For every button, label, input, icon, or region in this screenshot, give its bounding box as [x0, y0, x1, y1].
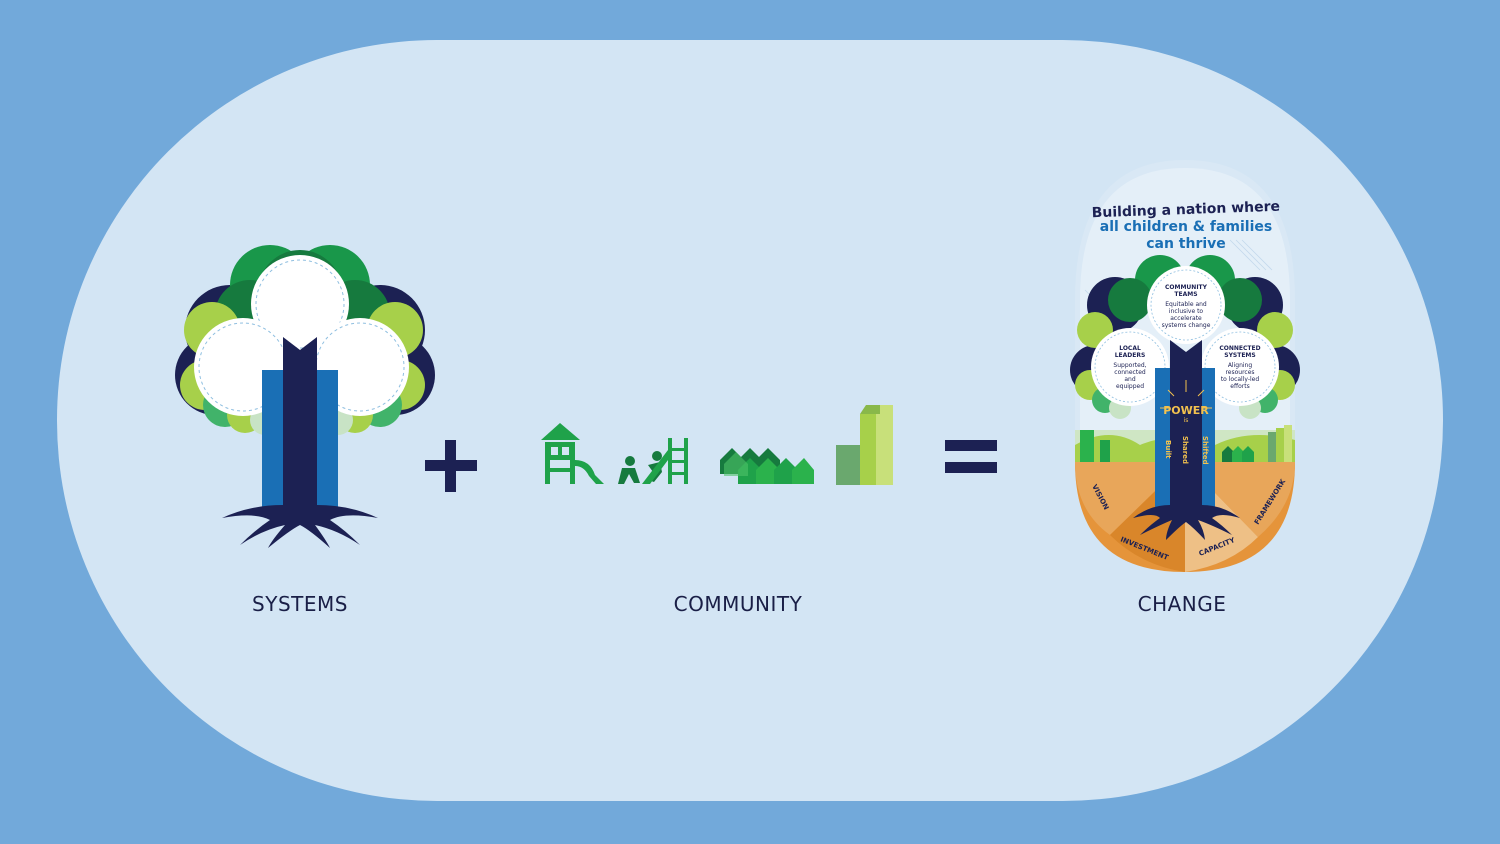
houses-icon — [720, 448, 814, 484]
circle-body: accelerate — [1170, 315, 1202, 322]
circle-body: Supported, — [1113, 362, 1146, 369]
change-label: CHANGE — [1137, 592, 1227, 616]
circle-body: inclusive to — [1169, 308, 1204, 315]
circle-body: Equitable and — [1165, 301, 1207, 308]
shifted-word: Shifted — [1201, 436, 1209, 465]
equals-operator — [945, 440, 997, 473]
power-tree-icon — [1070, 160, 1300, 572]
playground-icon — [541, 423, 604, 484]
circle-body: connected — [1114, 369, 1146, 376]
circle-local-leaders: LOCAL LEADERS Supported, connected and e… — [1113, 345, 1146, 390]
headline-line3: can thrive — [1146, 236, 1226, 252]
bar-buildings-icon — [836, 405, 893, 485]
circle-title: TEAMS — [1174, 291, 1197, 298]
circle-community-teams: COMMUNITY TEAMS Equitable and inclusive … — [1162, 284, 1211, 329]
circle-body: and — [1124, 376, 1135, 383]
tree-icon — [175, 245, 435, 548]
circle-title: COMMUNITY — [1165, 284, 1208, 291]
shared-word: Shared — [1181, 436, 1189, 464]
plus-operator — [425, 440, 477, 492]
circle-body: efforts — [1230, 383, 1249, 390]
is-word: is — [1184, 417, 1189, 424]
circle-body: Aligning — [1228, 362, 1253, 369]
systems-label: SYSTEMS — [252, 592, 348, 616]
circle-connected-systems: CONNECTED SYSTEMS Aligning resources to … — [1219, 345, 1260, 390]
circle-title: SYSTEMS — [1224, 352, 1255, 359]
circle-title: CONNECTED — [1219, 345, 1260, 352]
headline-line2: all children & families — [1100, 219, 1272, 235]
circle-body: to locally-led — [1221, 376, 1260, 383]
built-word: Built — [1164, 440, 1172, 459]
circle-body: systems change — [1162, 322, 1211, 329]
circle-body: resources — [1225, 369, 1254, 376]
circle-body: equipped — [1116, 383, 1144, 390]
headline-line1: Building a nation where — [1091, 199, 1280, 222]
circle-title: LOCAL — [1119, 345, 1141, 352]
community-label: COMMUNITY — [673, 592, 803, 616]
power-word: POWER — [1163, 404, 1209, 417]
circle-title: LEADERS — [1115, 352, 1146, 359]
children-playing-icon — [618, 438, 688, 484]
